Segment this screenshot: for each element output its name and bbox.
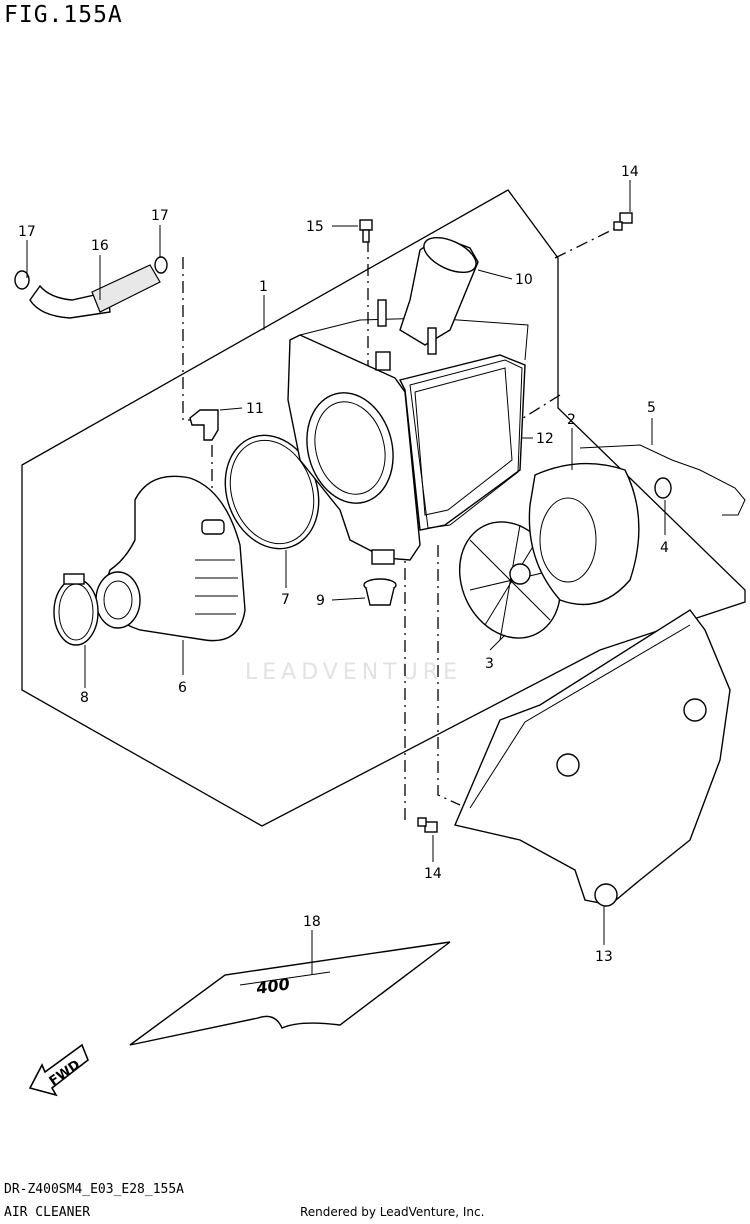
retainer-wire — [579, 444, 746, 516]
screw-14-top — [613, 212, 633, 231]
callout-17-left: 17 — [18, 224, 36, 240]
case-studs — [375, 299, 437, 371]
callout-1: 1 — [259, 279, 268, 295]
callout-3: 3 — [485, 656, 494, 672]
leader-lines — [26, 180, 666, 975]
fwd-arrow-icon — [28, 1043, 89, 1097]
callout-8: 8 — [80, 690, 89, 706]
breather-hose — [29, 264, 161, 319]
callout-6: 6 — [178, 680, 187, 696]
filter-grommet — [654, 477, 672, 499]
case-gasket — [409, 359, 523, 529]
grommet — [363, 578, 397, 606]
callout-14-bottom: 14 — [424, 866, 442, 882]
callout-18: 18 — [303, 914, 321, 930]
section-name: AIR CLEANER — [4, 1205, 91, 1220]
seal-ring — [224, 434, 320, 550]
callout-16: 16 — [91, 238, 109, 254]
render-credit: Rendered by LeadVenture, Inc. — [300, 1205, 485, 1219]
assembly-boundary — [21, 189, 746, 827]
side-decal — [129, 941, 451, 1046]
callout-10: 10 — [515, 272, 533, 288]
callout-9: 9 — [316, 593, 325, 609]
callout-5: 5 — [647, 400, 656, 416]
hose-clamp-right — [154, 256, 168, 274]
screw-15 — [359, 219, 373, 243]
callout-13: 13 — [595, 949, 613, 965]
duct-clamp — [53, 573, 99, 646]
callout-4: 4 — [660, 540, 669, 556]
callout-12: 12 — [536, 431, 554, 447]
intake-duct — [95, 475, 246, 642]
intake-pipe — [399, 236, 479, 346]
drain-elbow — [189, 409, 219, 441]
callout-2: 2 — [567, 412, 576, 428]
air-cleaner-case — [287, 317, 529, 565]
filter-element — [528, 462, 640, 606]
callout-14-top: 14 — [621, 164, 639, 180]
watermark: LEADVENTURE — [245, 660, 462, 685]
callout-11: 11 — [246, 401, 264, 417]
callout-17-right: 17 — [151, 208, 169, 224]
figure-title: FIG.155A — [4, 2, 123, 28]
model-code: DR-Z400SM4_E03_E28_155A — [4, 1182, 185, 1197]
hose-clamp-left — [14, 270, 30, 290]
callout-7: 7 — [281, 592, 290, 608]
screw-14-bottom — [417, 817, 438, 833]
callout-15: 15 — [306, 219, 324, 235]
side-cover — [454, 609, 731, 907]
decal-text: 400 — [254, 974, 291, 998]
